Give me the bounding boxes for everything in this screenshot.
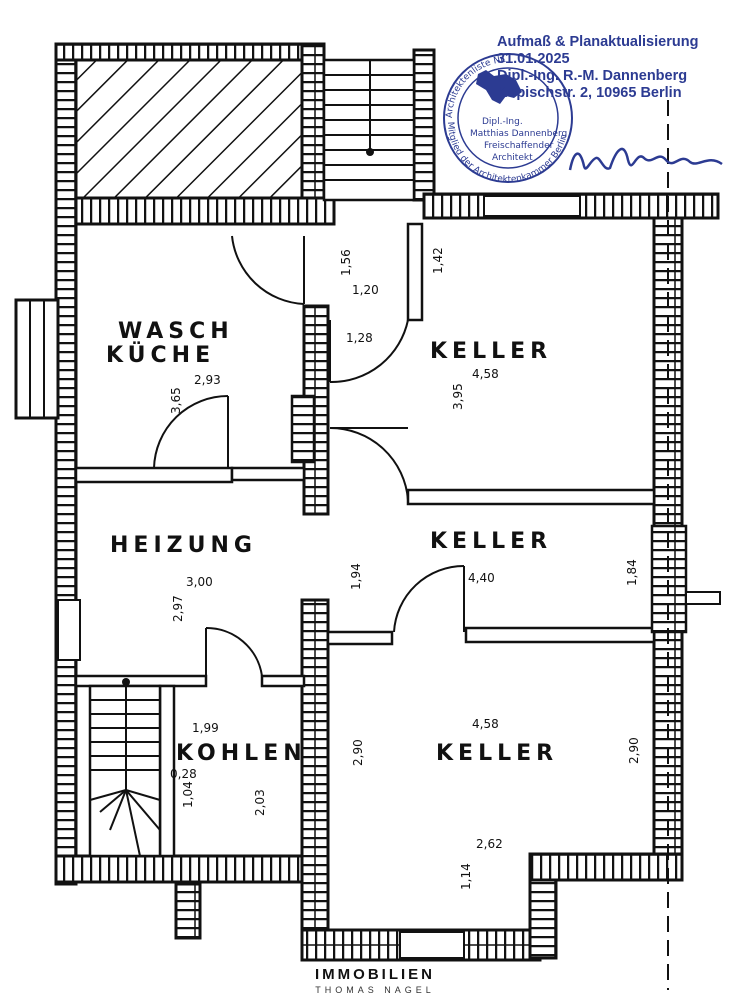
dim-keller-mid-width: 4,40 — [468, 571, 495, 585]
stamp-line-4: Kopischstr. 2, 10965 Berlin — [497, 85, 682, 101]
dim-keller-top-height: 3,95 — [451, 383, 465, 410]
dim-bay-depth: 1,14 — [459, 863, 473, 890]
brand-name: IMMOBILIEN — [315, 966, 435, 983]
room-label-keller-top: KELLER — [430, 339, 552, 364]
room-label-waschkueche-1: WASCH — [118, 319, 234, 344]
signature — [568, 147, 723, 171]
dim-kohlen-width: 1,99 — [192, 721, 219, 735]
seal-name-4: Architekt — [492, 153, 533, 163]
dim-stair-b: 1,04 — [181, 781, 195, 808]
window-top-right — [483, 195, 581, 217]
dim-kohlen-height: 2,03 — [253, 789, 267, 816]
window-bottom — [399, 931, 465, 959]
dim-keller-top-side: 1,42 — [431, 247, 445, 274]
stamp-text-block: Aufmaß & Planaktualisierung 31.01.2025 D… — [497, 34, 737, 102]
dim-heizung-width: 3,00 — [186, 575, 213, 589]
window-left-lower — [57, 599, 81, 661]
window-left — [14, 298, 60, 420]
room-label-keller-middle: KELLER — [430, 529, 552, 554]
stamp-line-3: Dipl.-Ing. R.-M. Dannenberg — [497, 68, 688, 84]
stamp-line-1: Aufmaß & Planaktualisierung — [497, 34, 699, 50]
dim-keller-top-width: 4,58 — [472, 367, 499, 381]
stair-top — [322, 58, 416, 202]
stair-bottom-left — [88, 678, 162, 858]
room-label-waschkueche-2: KÜCHE — [106, 342, 215, 368]
dim-keller-bot-right: 2,90 — [627, 737, 641, 764]
dim-keller-bot-left: 2,90 — [351, 739, 365, 766]
dim-hall-door: 1,28 — [346, 331, 373, 345]
stamp-line-2: 31.01.2025 — [497, 51, 570, 67]
seal-name-1: Dipl.-Ing. — [482, 117, 523, 127]
brand-subtitle: THOMAS NAGEL — [315, 985, 435, 995]
seal-name-2: Matthias Dannenberg — [470, 129, 567, 139]
room-label-kohlen: KOHLEN — [176, 741, 307, 766]
dim-keller-mid-height: 1,84 — [625, 559, 639, 586]
dim-hall-width: 1,20 — [352, 283, 379, 297]
dim-stair-a: 0,28 — [170, 767, 197, 781]
seal-name-3: Freischaffender — [484, 141, 554, 151]
dim-hall-height: 1,56 — [339, 249, 353, 276]
dim-wasch-height: 3,65 — [169, 387, 183, 414]
dim-bay-width: 2,62 — [476, 837, 503, 851]
brand-logo: IMMOBILIEN THOMAS NAGEL — [0, 966, 750, 995]
bear-icon — [476, 70, 522, 104]
dim-wasch-width: 2,93 — [194, 373, 221, 387]
wall-stub-right — [685, 591, 721, 605]
room-label-heizung: HEIZUNG — [110, 533, 257, 558]
dim-keller-bot-width: 4,58 — [472, 717, 499, 731]
dim-corridor: 1,94 — [349, 563, 363, 590]
doors — [153, 235, 465, 677]
room-label-keller-bottom: KELLER — [436, 741, 558, 766]
dim-heizung-height: 2,97 — [171, 595, 185, 622]
hatched-area — [72, 56, 306, 200]
